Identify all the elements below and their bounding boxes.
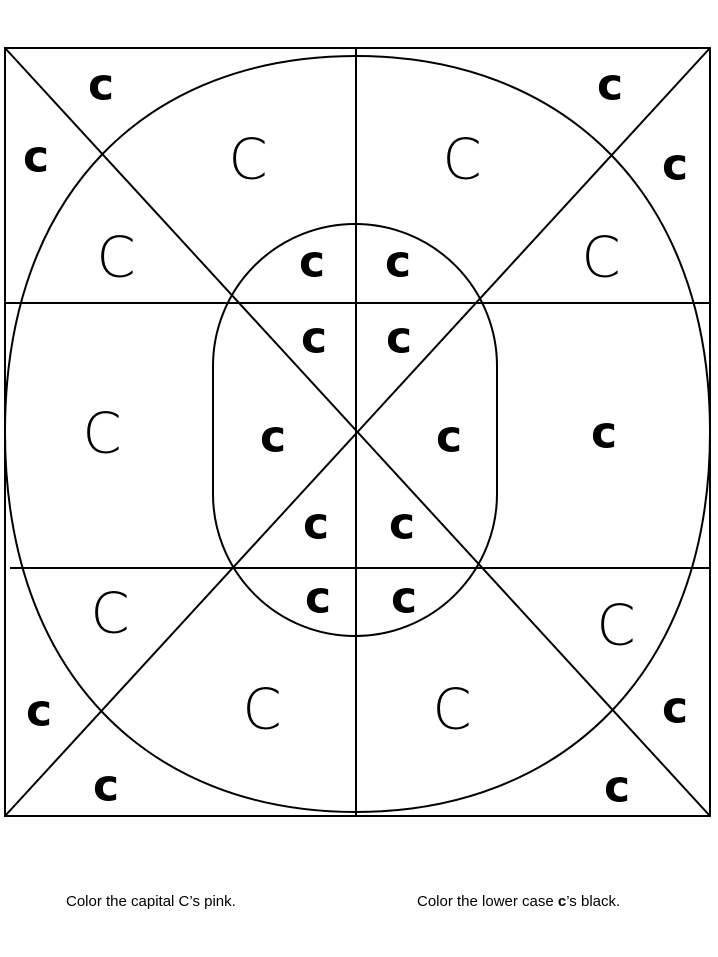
capital-c: C [82,402,121,467]
lowercase-c: c [604,762,630,813]
capital-c: C [442,128,481,193]
grid-lines [3,47,712,817]
capital-letters: C C C C C C C C C [82,128,635,743]
capital-c: C [228,128,267,193]
lowercase-c: c [303,499,329,550]
lowercase-c: c [386,313,412,364]
outer-oval [3,54,712,814]
instruction-lower-prefix: Color the lower case [417,893,558,910]
lowercase-c: c [662,140,688,191]
lowercase-c: c [597,60,623,111]
instructions: Color the capital C’s pink. Color the lo… [0,893,718,919]
lowercase-c: c [301,313,327,364]
inner-oval [212,223,498,637]
capital-c: C [432,678,471,743]
capital-c: C [96,226,135,291]
lowercase-c: c [305,573,331,624]
capital-c: C [596,594,635,659]
lowercase-c: c [662,683,688,734]
lowercase-c: c [436,412,462,463]
lowercase-c: c [260,412,286,463]
capital-c: C [581,226,620,291]
instruction-lower-suffix: ’s black. [566,893,621,910]
lowercase-c: c [389,499,415,550]
instruction-lower-letter: c [557,893,567,910]
capital-c: C [242,678,281,743]
lowercase-c: c [23,132,49,183]
lowercase-c: c [299,237,325,288]
lowercase-c: c [88,60,114,111]
instruction-lower: Color the lower case c’s black. [417,893,620,910]
diagonal-line-right [4,47,711,817]
lowercase-c: c [391,573,417,624]
lowercase-c: c [591,408,617,459]
capital-c: C [90,582,129,647]
lowercase-c: c [93,761,119,812]
instruction-capital: Color the capital C’s pink. [66,893,236,910]
lowercase-c: c [385,237,411,288]
lowercase-c: c [26,686,52,737]
